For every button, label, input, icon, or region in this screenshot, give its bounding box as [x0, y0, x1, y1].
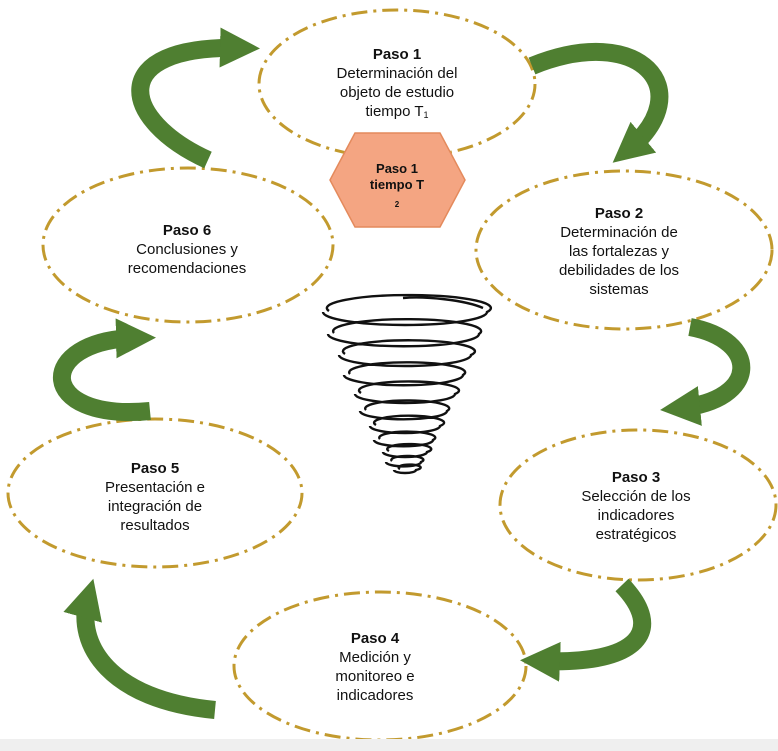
step-1-label: Paso 1 Determinación del objeto de estud… — [297, 45, 497, 125]
step-6-title: Paso 6 — [162, 222, 212, 239]
step-2-line-4: sistemas — [589, 281, 649, 298]
step-3-title: Paso 3 — [611, 469, 661, 486]
bottom-strip — [0, 739, 778, 751]
step-4-line-2: monitoreo e — [335, 668, 415, 685]
step-3-line-3: estratégicos — [595, 526, 677, 543]
step-6-line-1: Conclusiones y — [136, 241, 238, 258]
step-4-title: Paso 4 — [350, 630, 400, 647]
step-5-line-3: resultados — [120, 517, 190, 534]
arrow-step1-to-step2 — [528, 42, 669, 163]
step-1-line-3: tiempo T1 — [365, 103, 429, 120]
step-5-label: Paso 5 Presentación e integración de res… — [55, 459, 255, 535]
arrow-step2-to-step3 — [660, 318, 751, 426]
step-2-title: Paso 2 — [594, 205, 644, 222]
step-4-line-1: Medición y — [339, 649, 411, 666]
spiral-coil — [321, 293, 493, 475]
step-2-ellipse — [474, 169, 774, 331]
step-6-ellipse — [41, 166, 335, 324]
step-2-line-1: Determinación de — [560, 224, 678, 241]
step-3-ellipse — [498, 428, 778, 582]
step-5-ellipse — [6, 417, 304, 569]
arrow-step4-to-step5 — [63, 578, 216, 719]
paso1-t2-hexagon — [329, 132, 466, 228]
step-5-title: Paso 5 — [130, 460, 180, 477]
step-6-label: Paso 6 Conclusiones y recomendaciones — [82, 221, 292, 278]
hexagon-line-1: Paso 1 — [376, 161, 418, 176]
step-2-line-3: debilidades de los — [558, 262, 680, 279]
step-3-line-2: indicadores — [597, 507, 675, 524]
arrow-step6-to-step1 — [131, 27, 260, 169]
step-3-line-1: Selección de los — [581, 488, 691, 505]
step-5-line-2: integración de — [107, 498, 203, 515]
step-3-label: Paso 3 Selección de los indicadores estr… — [536, 468, 736, 544]
step-1-line-2: objeto de estudio — [339, 84, 455, 101]
step-4-label: Paso 4 Medición y monitoreo e indicadore… — [275, 629, 475, 705]
step-2-line-2: las fortalezas y — [568, 243, 670, 260]
arrow-step5-to-step6 — [53, 318, 156, 421]
step-1-line-1: Determinación del — [336, 65, 458, 82]
step-2-label: Paso 2 Determinación de las fortalezas y… — [514, 204, 724, 299]
step-6-line-2: recomendaciones — [127, 260, 247, 277]
spiral-tornado-icon — [321, 293, 493, 475]
arrow-step3-to-step4 — [520, 578, 652, 682]
step-4-line-3: indicadores — [336, 687, 414, 704]
step-5-line-1: Presentación e — [104, 479, 206, 496]
step-1-title: Paso 1 — [372, 46, 422, 63]
